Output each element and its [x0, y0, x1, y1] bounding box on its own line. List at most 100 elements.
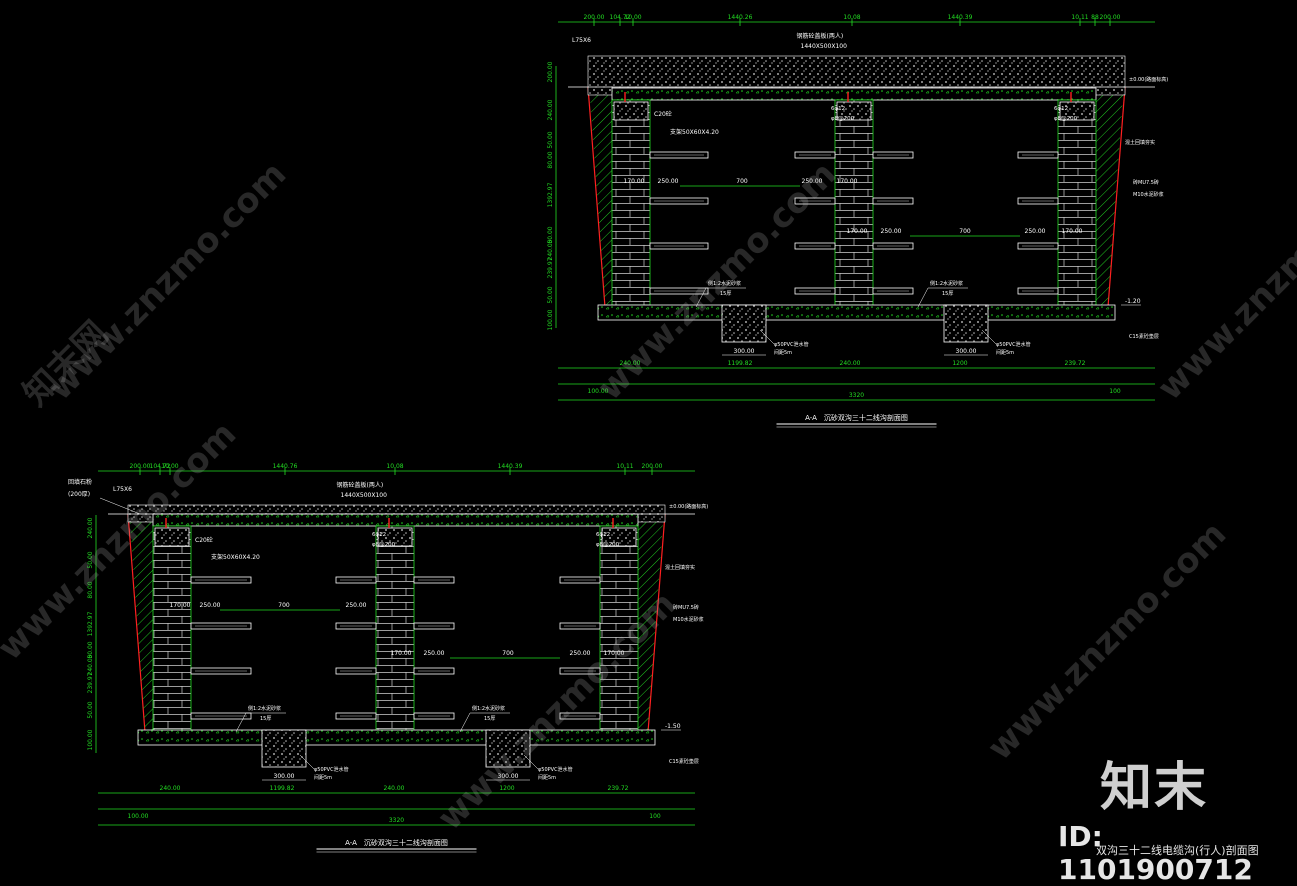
top-section-drawing: 300.00φ50PVC泄水管间距5m侧1:2水泥砂浆15厚300.00φ50P…: [547, 14, 1168, 428]
pvc-label: φ50PVC泄水管: [774, 341, 809, 348]
dim-bottom-label: 239.72: [1065, 360, 1086, 367]
leader: [299, 754, 315, 770]
dim-top-label: 10.11: [616, 463, 633, 470]
rebar-label: 6φ12: [831, 106, 845, 112]
plaster-label: 侧1:2水泥砂浆: [708, 280, 741, 287]
dim-total-left: 100.00: [128, 813, 149, 820]
level-top-label: ±0.00(路面标高): [669, 503, 708, 510]
dim-left-label: 50.00: [87, 701, 94, 718]
mortar-label: M10水泥砂浆: [1133, 191, 1164, 198]
dim-top-label: 1440.26: [728, 14, 753, 21]
inner-dim-label: 700: [278, 602, 290, 609]
dim-total-main: 3320: [389, 817, 404, 824]
soil-hatch-right: [638, 522, 663, 745]
inner-dim-label: 250.00: [802, 178, 823, 185]
drain-pit-2: [943, 304, 989, 343]
plaster-label: 侧1:2水泥砂浆: [472, 705, 505, 712]
dim-left-label: 50.00: [547, 226, 554, 243]
excavation-edge-right: [646, 513, 666, 746]
excavation-edge-left: [127, 513, 147, 746]
excavation-edge-right: [1106, 86, 1126, 321]
leader: [523, 754, 539, 770]
c20-cap-3: [601, 527, 637, 547]
dim-bottom-label: 240.00: [620, 360, 641, 367]
dim-top-label: 200.00: [642, 463, 663, 470]
c20-cap-1: [154, 527, 190, 547]
dim-bottom-label: 240.00: [160, 785, 181, 792]
rebar-label-2: 6φ12: [596, 532, 610, 538]
plaster-label: 侧1:2水泥砂浆: [248, 705, 281, 712]
bracket-label: 支架50X60X4.20: [211, 553, 260, 561]
pvc-label: φ50PVC泄水管: [314, 766, 349, 773]
pvc-spacing-label: 间距5m: [314, 774, 332, 781]
dim-top-label: 88: [1091, 14, 1099, 21]
dim-left-label: 1392.97: [87, 611, 94, 636]
drain-width-label: 300.00: [734, 348, 755, 355]
dim-bottom-label: 1199.82: [728, 360, 753, 367]
inner-dim-label: 170.00: [847, 228, 868, 235]
drain-pit-2: [485, 729, 531, 768]
dim-top-label: 1440.39: [498, 463, 523, 470]
inner-dim-label: 170.00: [170, 602, 191, 609]
dim-bottom-label: 240.00: [840, 360, 861, 367]
cover-slab: [152, 513, 639, 527]
soil-hatch-left: [590, 95, 612, 320]
dim-left-label: 100.00: [547, 309, 554, 330]
inner-dim-label: 170.00: [624, 178, 645, 185]
section-title: A-A 沉砂双沟三十二线沟剖面图: [345, 838, 448, 847]
brick-wall-3: [1057, 99, 1097, 306]
cover-slab: [611, 87, 1097, 101]
dim-bottom-label: 1199.82: [270, 785, 295, 792]
c20-label: C20砼: [654, 110, 672, 118]
inner-dim-label: 250.00: [658, 178, 679, 185]
wall-label: 砖MU7.5砖: [1133, 179, 1159, 186]
dim-total-right: 100: [649, 813, 661, 820]
dim-top-label: 10.08: [386, 463, 403, 470]
c20-cap-2: [377, 527, 413, 547]
backfill-label: 回填石粉: [68, 478, 92, 486]
leader: [99, 497, 141, 515]
drain-pit-1: [261, 729, 307, 768]
dim-bottom-label: 240.00: [384, 785, 405, 792]
cover-label: 钢筋砼盖板(两人): [337, 481, 384, 489]
inner-dim-label: 250.00: [1025, 228, 1046, 235]
brick-wall-3: [599, 525, 639, 731]
dim-bottom-label: 239.72: [608, 785, 629, 792]
dim-bottom-label: 1200: [952, 360, 967, 367]
leader: [235, 712, 247, 733]
mortar-label: M10水泥砂浆: [673, 616, 704, 623]
dim-left-label: 240.00: [87, 654, 94, 675]
dim-left-label: 239.97: [547, 257, 554, 278]
dim-top-label: 104.72: [150, 463, 171, 470]
dim-left-label: 80.00: [87, 581, 94, 598]
dim-top-label: 10.11: [1071, 14, 1088, 21]
bracket-label: 支架50X60X4.20: [670, 128, 719, 136]
inner-dim-label: 700: [959, 228, 971, 235]
wall-label: 砖MU7.5砖: [673, 604, 699, 611]
inner-dim-label: 250.00: [570, 650, 591, 657]
dim-top-label: 10.00: [624, 14, 641, 21]
soil-hatch-right: [1096, 95, 1123, 320]
dim-top-label: 10.08: [843, 14, 860, 21]
drain-pit-1: [721, 304, 767, 343]
dim-left-label: 1392.97: [547, 182, 554, 207]
c20-cap-2: [836, 101, 872, 121]
soil-hatch-left: [130, 522, 153, 745]
dim-left-label: 50.00: [547, 286, 554, 303]
cover-size-label: 1440X500X100: [801, 43, 848, 50]
dim-top-label: 10.00: [161, 463, 178, 470]
brick-wall-2: [375, 525, 415, 731]
level-bottom-label: -1.20: [1125, 298, 1141, 305]
stirrup-label: φ8@200: [831, 116, 855, 122]
rebar-label: 6φ12: [372, 532, 386, 538]
backfill-thk-label: (200厚): [68, 491, 90, 498]
dim-left-label: 239.97: [87, 672, 94, 693]
dim-top-label: 200.00: [1100, 14, 1121, 21]
fill-label: 混土回填夯实: [1125, 139, 1155, 146]
section-title: A-A 沉砂双沟三十二线沟剖面图: [805, 413, 908, 422]
inner-dim-label: 170.00: [837, 178, 858, 185]
brick-wall-1: [152, 525, 192, 731]
dim-total-right: 100: [1109, 388, 1121, 395]
c20-cap-3: [1059, 101, 1095, 121]
